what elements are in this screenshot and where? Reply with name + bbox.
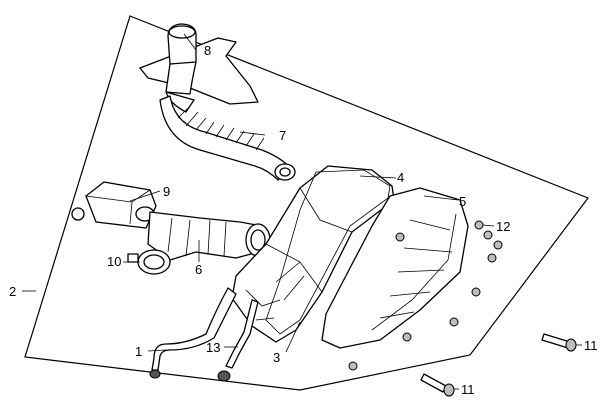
part-1-drain-tube	[149, 287, 237, 379]
part-10-hose-clamp	[127, 249, 171, 275]
callout-1: 1	[135, 344, 142, 359]
part-12-cover-screws	[348, 220, 503, 371]
callout-4: 4	[397, 170, 404, 185]
part-13-drain-tube	[217, 299, 259, 382]
callout-7: 7	[279, 128, 286, 143]
part-8-intake-snorkel	[139, 23, 259, 113]
part-9-resonator	[71, 181, 157, 229]
callout-9: 9	[163, 184, 170, 199]
part-4-gasket	[265, 169, 391, 335]
part-5-filter-cover	[321, 187, 469, 349]
assembly-boundary	[24, 15, 589, 391]
part-11-bolt-upper	[541, 333, 577, 352]
callout-10: 10	[107, 254, 121, 269]
part-11-bolt-lower	[420, 373, 455, 397]
callout-labels: 1 2 3 4 5 6 7 8 9 10 11 11 12 13	[9, 43, 598, 397]
callout-12: 12	[496, 219, 510, 234]
callout-11-upper: 11	[584, 338, 598, 353]
callout-2: 2	[9, 284, 16, 299]
leader-lines	[22, 33, 582, 390]
callout-13: 13	[206, 340, 220, 355]
callout-5: 5	[459, 194, 466, 209]
part-7-intake-hose	[159, 95, 296, 181]
callout-3: 3	[273, 350, 280, 365]
part-3-filter-housing	[231, 165, 395, 343]
callout-8: 8	[204, 43, 211, 58]
part-6-connecting-duct	[147, 211, 271, 261]
callout-11-lower: 11	[461, 382, 475, 397]
callout-6: 6	[195, 262, 202, 277]
